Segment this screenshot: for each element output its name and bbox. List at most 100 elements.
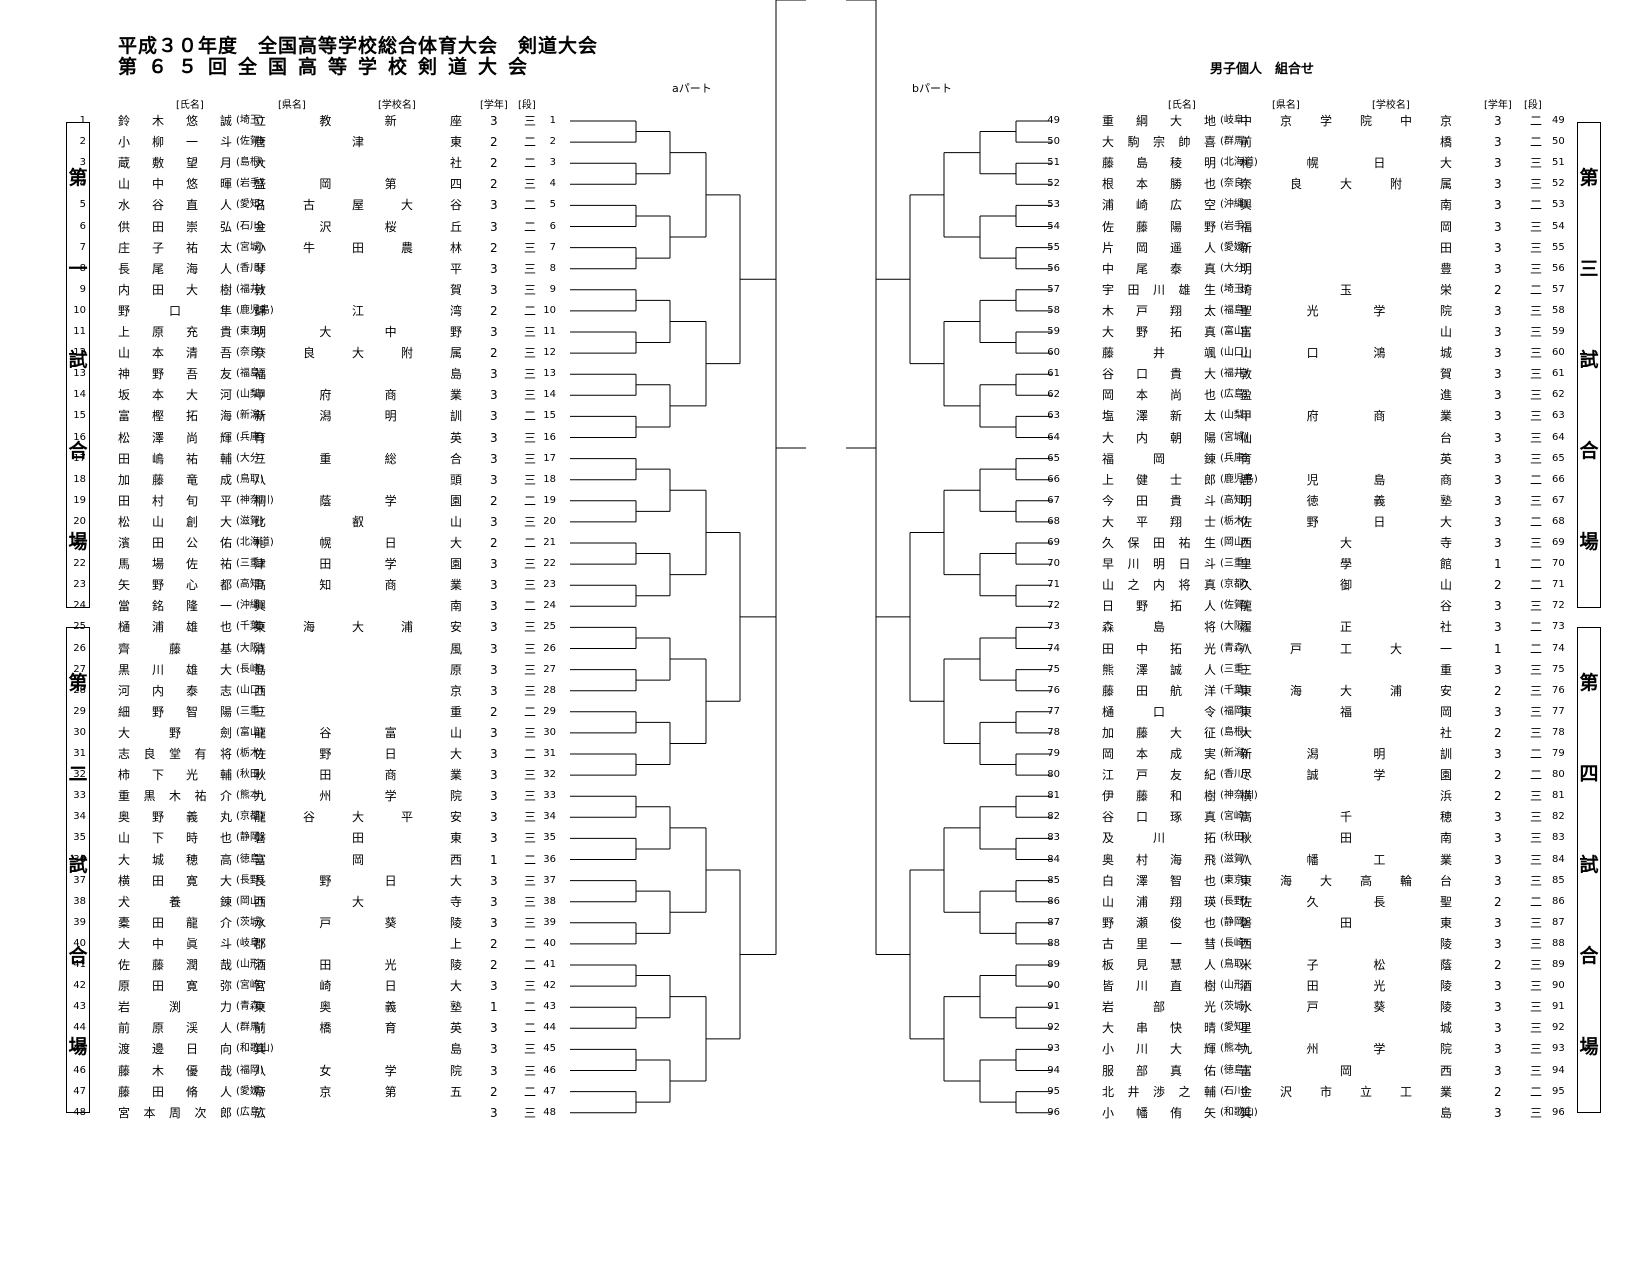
char: 錬	[220, 894, 233, 909]
char: 田	[319, 958, 332, 972]
char: 日	[1373, 156, 1386, 171]
char: 田	[1127, 282, 1140, 297]
header-name-right: [氏名]	[1168, 100, 1196, 111]
entry-grade: 3	[490, 1042, 498, 1057]
entry-number: 4	[79, 178, 86, 190]
char: 学	[384, 789, 397, 804]
entry-grade: 2	[490, 240, 498, 255]
entry-number: 17	[73, 452, 86, 464]
char: 藤	[152, 958, 165, 972]
char: 光	[384, 958, 397, 972]
char: 明	[384, 409, 397, 424]
char: 鈴	[118, 114, 131, 128]
char: 浦	[1102, 198, 1115, 213]
entry-bracket-number: 38	[543, 895, 556, 907]
char: 水	[118, 198, 131, 213]
char: 藤	[118, 1084, 131, 1099]
char: 富	[384, 725, 397, 740]
char: 西	[254, 683, 267, 698]
entry-grade: 3	[490, 325, 498, 339]
char: 福	[254, 367, 267, 382]
char: 田	[319, 557, 332, 572]
char: 成	[220, 472, 233, 487]
char: 龍	[186, 915, 199, 930]
char: 藤	[1102, 346, 1115, 361]
char: 田	[319, 768, 332, 783]
char: 吾	[220, 346, 233, 361]
entry-dan: 三	[524, 810, 537, 825]
char: 優	[186, 1063, 199, 1078]
char: 渕	[169, 1000, 182, 1015]
char: 小	[118, 135, 131, 150]
char: 津	[254, 557, 267, 572]
char: 大	[1440, 156, 1453, 171]
entry-number: 10	[73, 304, 86, 316]
entry-bracket-number: 26	[543, 642, 556, 654]
entry-prefecture: (神奈川)	[236, 494, 274, 506]
char: 樋	[118, 620, 131, 635]
entry-grade: 2	[490, 704, 498, 719]
char: 大	[352, 810, 365, 825]
char: 埼	[1240, 282, 1253, 297]
entry-bracket-number: 13	[543, 368, 556, 380]
char: 邊	[152, 1042, 165, 1057]
entry-number: 48	[73, 1106, 86, 1118]
char: 下	[152, 831, 165, 846]
char: 充	[186, 325, 199, 339]
char: 心	[186, 578, 199, 593]
char: 人	[1204, 240, 1217, 255]
entry-grade: 2	[1494, 282, 1502, 297]
char: 也	[1204, 388, 1217, 403]
char: 社	[450, 156, 463, 171]
entry-prefecture: (山口)	[236, 684, 264, 696]
char: 学	[1373, 303, 1386, 318]
char: 悠	[186, 114, 199, 128]
entry-prefecture: (広島)	[236, 1106, 264, 1118]
entry-dan: 二	[1530, 135, 1543, 150]
char: 学	[384, 493, 397, 508]
entry-bracket-number: 61	[1552, 368, 1565, 380]
char: 木	[169, 789, 182, 804]
entry-grade: 3	[1494, 493, 1502, 508]
entry-number: 2	[79, 136, 86, 148]
entry-bracket-number: 3	[549, 157, 556, 169]
court-char: 場	[68, 531, 88, 553]
entry-prefecture: (徳島)	[236, 853, 264, 865]
entry-number: 32	[73, 769, 86, 781]
entry-dan: 三	[524, 430, 537, 445]
char: 片	[1102, 240, 1115, 255]
char: 水	[254, 915, 267, 930]
entry-number: 56	[1047, 262, 1060, 274]
char: 磐	[254, 831, 267, 846]
entry-bracket-number: 36	[543, 853, 556, 865]
entry-number: 66	[1047, 473, 1060, 485]
entry-dan: 三	[524, 514, 537, 529]
char: 庄	[118, 240, 131, 255]
entry-bracket-number: 23	[543, 579, 556, 591]
char: 州	[319, 789, 332, 804]
char: 次	[194, 1105, 207, 1120]
entry-dan: 二	[1530, 514, 1543, 529]
entry-prefecture: (大分)	[1220, 262, 1248, 274]
char: 属	[1440, 177, 1453, 192]
entry-dan: 三	[524, 789, 537, 804]
char: 野	[450, 325, 463, 339]
entry-number: 12	[73, 347, 86, 359]
char: 八	[254, 1063, 267, 1078]
entry-grade: 3	[490, 662, 498, 677]
char: 谷	[1102, 367, 1115, 382]
char: 陽	[1204, 430, 1217, 445]
entry-grade: 3	[1494, 409, 1502, 424]
char: 海	[220, 409, 233, 424]
entry-prefecture: (東京)	[236, 326, 264, 337]
